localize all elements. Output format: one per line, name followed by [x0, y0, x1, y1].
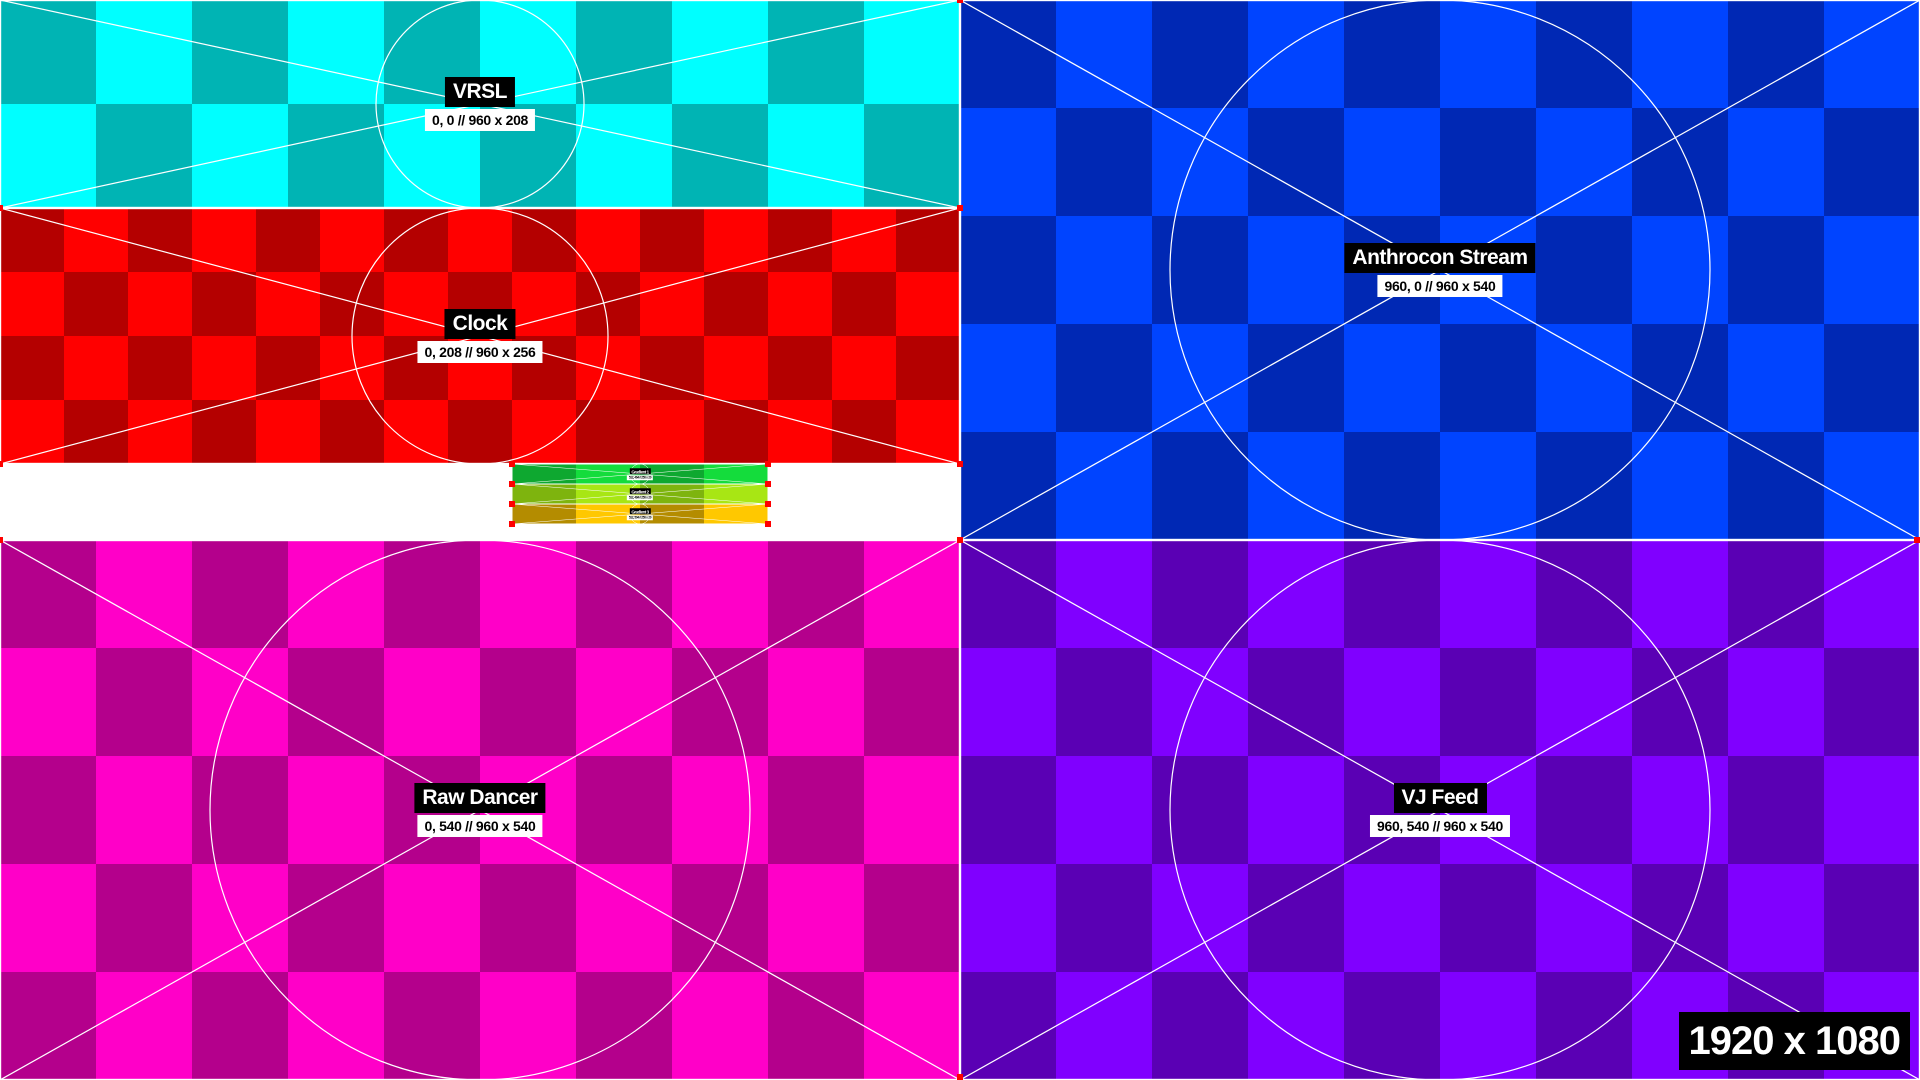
region-anthrocon-stream: Anthrocon Stream 960, 0 // 960 x 540 — [960, 0, 1920, 540]
region-gradient-3-name: Gradient 3 — [629, 508, 651, 515]
region-clock: Clock 0, 208 // 960 x 256 — [0, 208, 960, 464]
region-vrsl-tag: VRSL 0, 0 // 960 x 208 — [424, 77, 536, 131]
region-gradient-2-tag: Gradient 2 512, 484 // 256 x 20 — [626, 488, 654, 500]
region-gradient-1: Gradient 1 512, 464 // 256 x 20 — [512, 464, 768, 484]
region-vj-feed: VJ Feed 960, 540 // 960 x 540 — [960, 540, 1920, 1080]
corner-marker — [957, 1074, 963, 1080]
corner-marker — [0, 205, 3, 211]
corner-marker — [509, 501, 515, 507]
region-vrsl: VRSL 0, 0 // 960 x 208 — [0, 0, 960, 208]
region-clock-tag: Clock 0, 208 // 960 x 256 — [417, 309, 543, 363]
region-vj-feed-tag: VJ Feed 960, 540 // 960 x 540 — [1369, 783, 1511, 837]
region-gradient-1-dims: 512, 464 // 256 x 20 — [626, 474, 654, 480]
region-gradient-2: Gradient 2 512, 484 // 256 x 20 — [512, 484, 768, 504]
region-vrsl-name: VRSL — [444, 77, 515, 107]
corner-marker — [1914, 537, 1920, 543]
region-raw-dancer-name: Raw Dancer — [414, 783, 546, 813]
resolution-label: 1920 x 1080 — [1678, 1012, 1910, 1070]
region-gradient-2-dims: 512, 484 // 256 x 20 — [626, 494, 654, 500]
corner-marker — [765, 461, 771, 467]
region-gradient-2-pattern — [512, 484, 768, 504]
corner-marker — [765, 481, 771, 487]
region-raw-dancer-dims: 0, 540 // 960 x 540 — [417, 815, 543, 837]
region-gradient-2-name: Gradient 2 — [629, 488, 651, 495]
region-raw-dancer-tag: Raw Dancer 0, 540 // 960 x 540 — [414, 783, 546, 837]
region-vj-feed-dims: 960, 540 // 960 x 540 — [1369, 815, 1511, 837]
region-vj-feed-name: VJ Feed — [1393, 783, 1487, 813]
region-gradient-3-tag: Gradient 3 512, 504 // 256 x 20 — [626, 508, 654, 520]
region-vrsl-pattern — [0, 0, 960, 208]
region-anthrocon-stream-tag: Anthrocon Stream 960, 0 // 960 x 540 — [1344, 243, 1536, 297]
corner-marker — [0, 537, 3, 543]
corner-marker — [957, 537, 963, 543]
region-gradient-3-dims: 512, 504 // 256 x 20 — [626, 514, 654, 520]
corner-marker — [509, 481, 515, 487]
region-clock-pattern — [0, 208, 960, 464]
region-vrsl-dims: 0, 0 // 960 x 208 — [424, 109, 536, 131]
region-gradient-3: Gradient 3 512, 504 // 256 x 20 — [512, 504, 768, 524]
region-anthrocon-stream-name: Anthrocon Stream — [1344, 243, 1536, 273]
corner-marker — [509, 461, 515, 467]
region-anthrocon-stream-dims: 960, 0 // 960 x 540 — [1377, 275, 1503, 297]
region-clock-dims: 0, 208 // 960 x 256 — [417, 341, 543, 363]
region-gradient-1-tag: Gradient 1 512, 464 // 256 x 20 — [626, 468, 654, 480]
corner-marker — [0, 461, 3, 467]
region-raw-dancer-pattern — [0, 540, 960, 1080]
corner-marker — [509, 521, 515, 527]
corner-marker — [765, 501, 771, 507]
corner-marker — [957, 205, 963, 211]
region-raw-dancer: Raw Dancer 0, 540 // 960 x 540 — [0, 540, 960, 1080]
region-clock-name: Clock — [444, 309, 516, 339]
corner-marker — [957, 0, 963, 3]
region-gradient-1-name: Gradient 1 — [629, 468, 651, 475]
corner-marker — [957, 461, 963, 467]
corner-marker — [765, 521, 771, 527]
